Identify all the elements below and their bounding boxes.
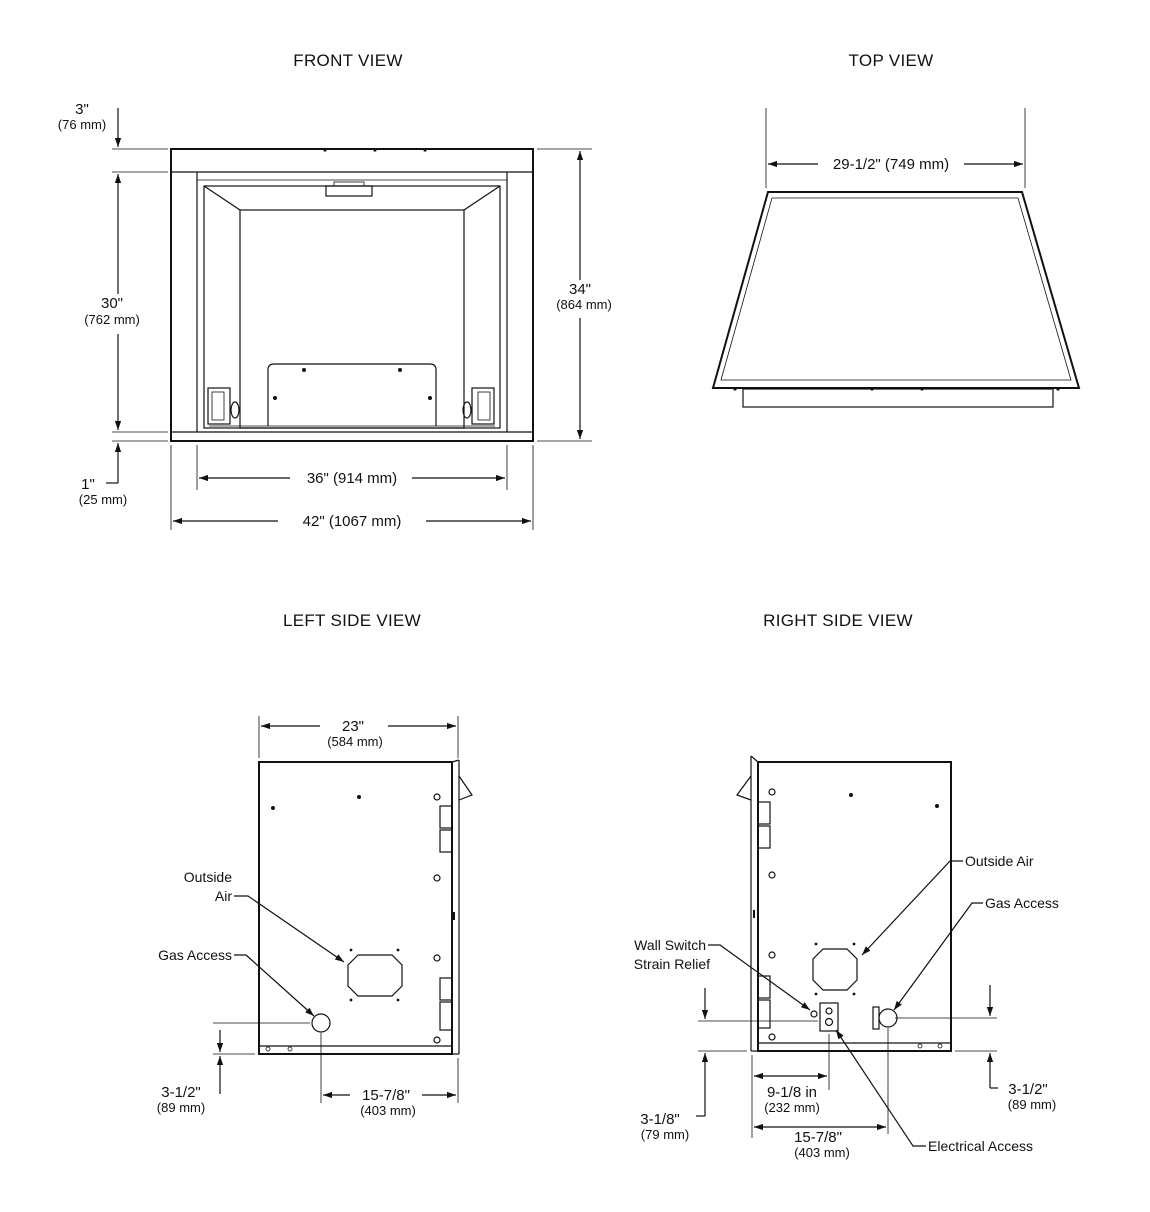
front-bottom-dim-mm: (25 mm) <box>79 492 127 507</box>
right-electrical-access-label: Electrical Access <box>928 1138 1033 1154</box>
right-outside-air-vent <box>812 948 858 991</box>
right-elec-offset-dim-in: 9-1/8 in <box>767 1084 817 1101</box>
top-front-lip <box>742 388 1054 408</box>
front-overall-dim-mm: (864 mm) <box>556 297 612 312</box>
front-top-dim-mm: (76 mm) <box>58 117 106 132</box>
right-wall-switch-label-2: Strain Relief <box>634 956 710 972</box>
left-view-title: LEFT SIDE VIEW <box>283 611 421 630</box>
front-outer-width-dim: 42" (1067 mm) <box>303 513 402 530</box>
front-inner-width-dim: 36" (914 mm) <box>307 470 397 487</box>
right-gas-offset-dim-in: 15-7/8" <box>794 1129 842 1146</box>
right-electrical-box <box>819 1002 839 1032</box>
front-bottom-dim-in: 1" <box>81 476 95 493</box>
right-gas-access-circle <box>878 1008 898 1028</box>
top-view: TOP VIEW 29-1/2" (749 mm) <box>711 51 1081 408</box>
right-gas-offset-dim-mm: (403 mm) <box>794 1145 850 1160</box>
top-view-title: TOP VIEW <box>849 51 934 70</box>
left-top-flange <box>458 775 473 801</box>
right-wall-switch-label-1: Wall Switch <box>634 937 706 953</box>
left-outside-air-label-2: Air <box>215 888 232 904</box>
right-outside-air-label: Outside Air <box>965 853 1034 869</box>
front-view-title: FRONT VIEW <box>293 51 402 70</box>
left-outside-air-vent <box>347 954 403 997</box>
right-elec-height-dim-in: 3-1/8" <box>640 1111 680 1128</box>
front-back-panel <box>239 209 465 429</box>
right-gas-height-dim-mm: (89 mm) <box>1008 1097 1056 1112</box>
left-depth-dim-mm: (584 mm) <box>327 734 383 749</box>
front-right-bracket <box>471 387 495 425</box>
left-gas-offset-dim-mm: (403 mm) <box>360 1103 416 1118</box>
right-elec-offset-dim-mm: (232 mm) <box>764 1100 820 1115</box>
right-body <box>757 761 952 1052</box>
left-depth-dim-in: 23" <box>342 718 364 735</box>
front-firebox <box>203 185 501 429</box>
left-side-view: LEFT SIDE VIEW Outside Air <box>157 611 473 1118</box>
right-strain-relief <box>810 1010 818 1018</box>
front-view: FRONT VIEW <box>58 51 612 530</box>
front-height-dim-in: 30" <box>101 295 123 312</box>
left-gas-offset-dim-in: 15-7/8" <box>362 1087 410 1104</box>
left-gas-access-label: Gas Access <box>158 947 232 963</box>
right-top-flange <box>736 775 752 801</box>
left-body <box>258 761 453 1055</box>
right-view-title: RIGHT SIDE VIEW <box>763 611 913 630</box>
right-elec-height-dim-mm: (79 mm) <box>641 1127 689 1142</box>
front-top-dim-in: 3" <box>75 101 89 118</box>
top-width-dim: 29-1/2" (749 mm) <box>833 156 949 173</box>
front-left-bracket <box>207 387 231 425</box>
front-outer-frame <box>170 148 534 442</box>
front-top-bracket <box>325 185 373 197</box>
front-grate-panel <box>267 363 437 426</box>
front-overall-dim-in: 34" <box>569 281 591 298</box>
left-gas-height-dim-mm: (89 mm) <box>157 1100 205 1115</box>
left-outside-air-label-1: Outside <box>184 869 232 885</box>
top-outline <box>711 191 1081 389</box>
left-gas-access-circle <box>311 1013 331 1033</box>
right-gas-height-dim-in: 3-1/2" <box>1008 1081 1048 1098</box>
left-gas-height-dim-in: 3-1/2" <box>161 1084 201 1101</box>
right-gas-access-label: Gas Access <box>985 895 1059 911</box>
front-height-dim-mm: (762 mm) <box>84 312 140 327</box>
right-side-view: RIGHT SIDE VIEW <box>634 611 1059 1160</box>
